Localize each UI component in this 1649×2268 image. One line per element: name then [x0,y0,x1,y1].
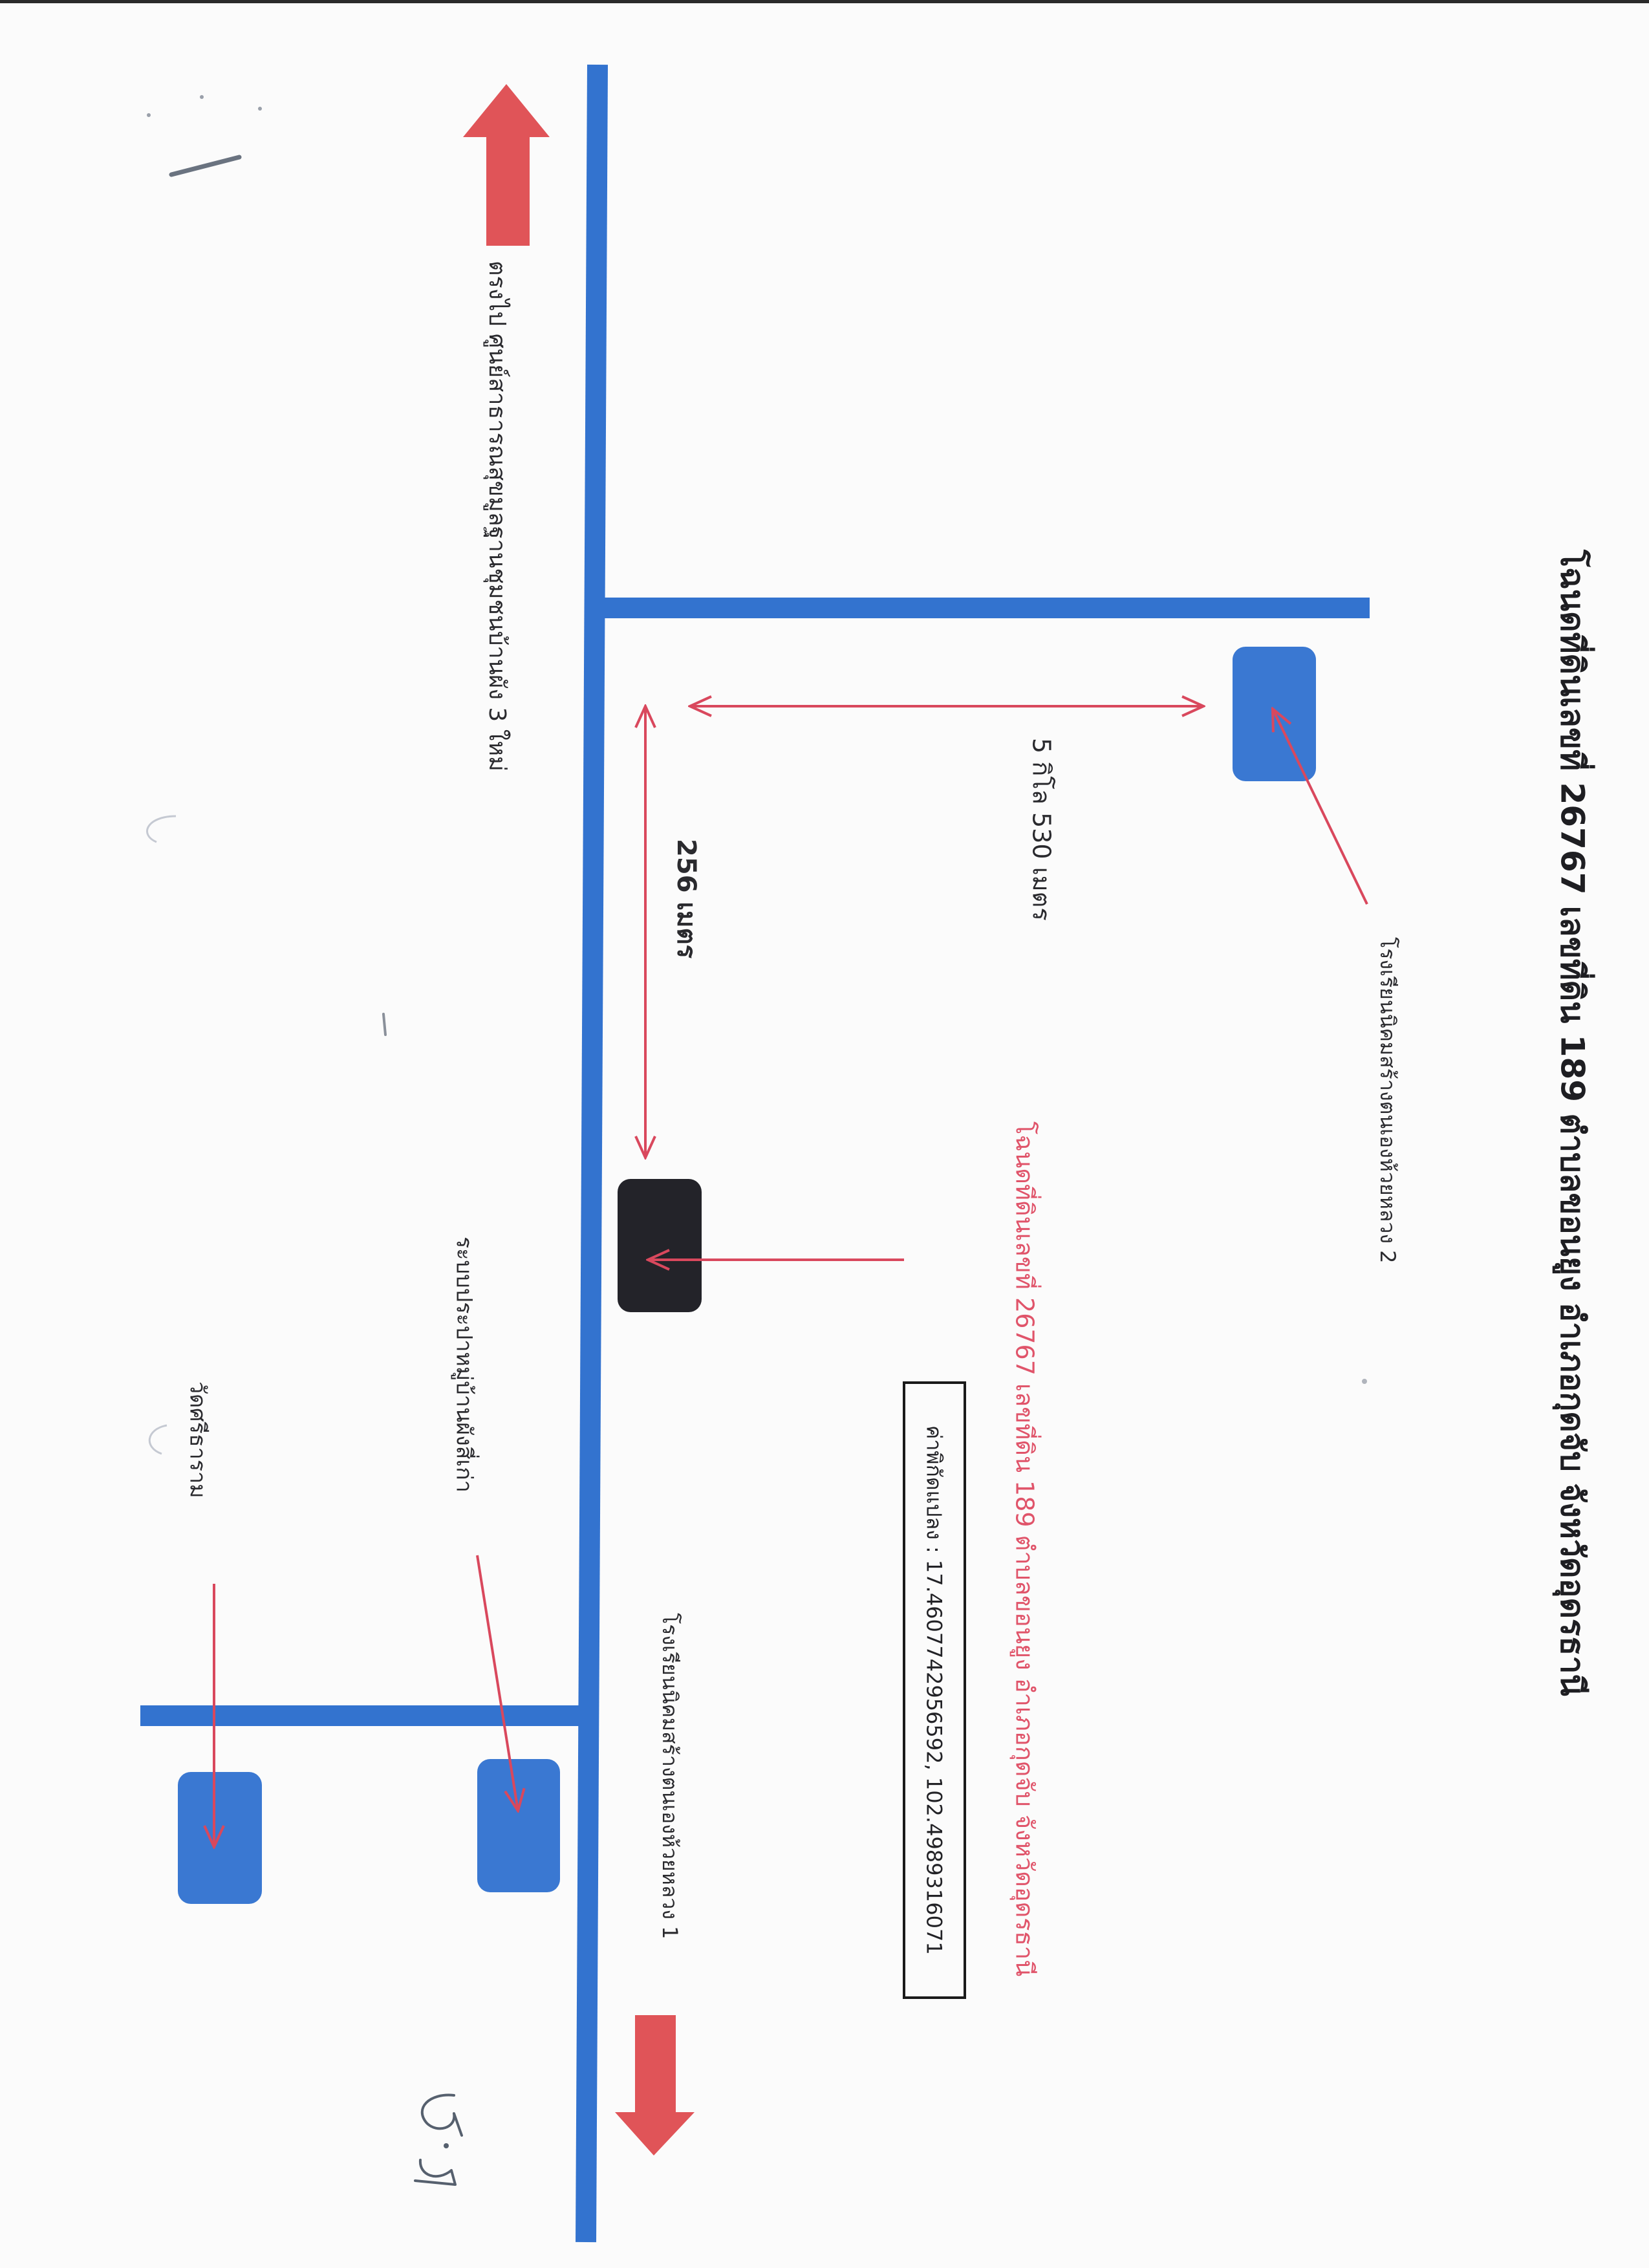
scan-speck [1362,1379,1367,1384]
distance-label-school-2: 5 กิโล 530 เมตร [1027,738,1056,921]
pencil-dash [382,1013,387,1036]
temple-box [178,1772,262,1904]
roads [140,64,1370,2243]
handwritten-mark [414,2093,463,2186]
pointer-school-2 [1273,709,1368,905]
scan-speck [200,95,204,99]
direction-note: ตรงไป ศูนย์สาธารณสุขมูลฐานชุมชนบ้านผัง 3… [484,261,510,772]
coordinate-box: ค่าพิกัดแปลง : 17.4607742956592, 102.498… [903,1381,966,1999]
school-1-label: โรงเรียนนิคมสร้างตนเองห้วยหลวง 1 [658,1613,682,1939]
land-plot-label: โฉนดที่ดินเลขที่ 26767 เลขที่ดิน 189 ตำบ… [1010,1121,1039,1977]
temple-label: วัดศรีธาราม [184,1381,211,1498]
water-supply-box [477,1759,560,1892]
coordinate-label: ค่าพิกัดแปลง : 17.4607742956592, 102.498… [921,1425,947,1955]
scan-speck [258,107,262,111]
scan-top-edge [0,0,1649,3]
water-supply-label: ระบบประปาหมู่บ้านผังสี่เก่า [451,1237,477,1493]
scan-artifacts [146,95,1367,2186]
handwritten-dot [444,2143,449,2148]
arrow-up-icon [463,84,550,246]
pointer-water-supply [476,1555,518,1811]
page-title: โฉนดที่ดินเลขที่ 26767 เลขที่ดิน 189 ตำบ… [1553,550,1591,1696]
land-plot-box [618,1179,702,1312]
distance-label-plot: 256 เมตร [671,839,701,958]
faint-pencil-arc [146,815,177,843]
school-2-label: โรงเรียนนิคมสร้างตนเองห้วยหลวง 2 [1375,937,1400,1264]
faint-pencil-arc [149,1424,167,1455]
main-road [576,64,608,2243]
scan-speck [147,113,151,117]
pencil-stroke [169,155,242,177]
arrow-down-icon [615,2015,695,2155]
